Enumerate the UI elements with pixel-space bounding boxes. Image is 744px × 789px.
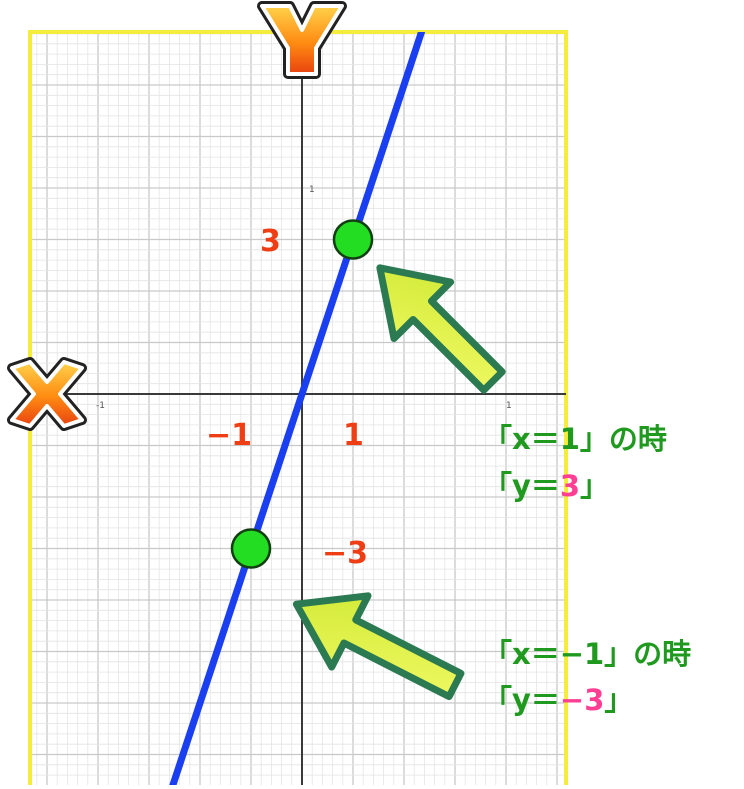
label-y-3: 3 xyxy=(260,224,281,259)
label-y-neg3: −3 xyxy=(322,536,368,571)
annotation-2-value: −3 xyxy=(560,683,604,717)
point-neg1-neg3 xyxy=(230,528,272,569)
arrow-icon-to-point-1 xyxy=(376,264,506,394)
x-tick-label-neg: -1 xyxy=(96,401,105,411)
annotation-1-line-2: 「y＝3」 xyxy=(483,469,609,503)
arrow-icon-to-point-2 xyxy=(292,592,465,701)
y-axis-label: Y xyxy=(0,0,1,1)
label-x-neg1: −1 xyxy=(206,418,252,453)
label-x-1: 1 xyxy=(343,418,364,453)
annotation-1-value: 3 xyxy=(560,469,580,503)
x-axis-label: X xyxy=(0,0,1,1)
x-tick-label-pos: 1 xyxy=(506,401,512,411)
x-axis-badge-icon: X xyxy=(0,0,87,431)
annotation-1-line-1: 「x＝1」の時 xyxy=(483,422,667,456)
point-1-3 xyxy=(332,219,374,260)
y-axis-badge-icon: Y xyxy=(0,0,347,79)
annotation-2-line-1: 「x＝−1」の時 xyxy=(483,637,691,671)
y-tick-label: 1 xyxy=(309,185,315,195)
annotation-2-line-2: 「y＝−3」 xyxy=(483,683,633,717)
line-y-equals-3x xyxy=(169,32,426,785)
